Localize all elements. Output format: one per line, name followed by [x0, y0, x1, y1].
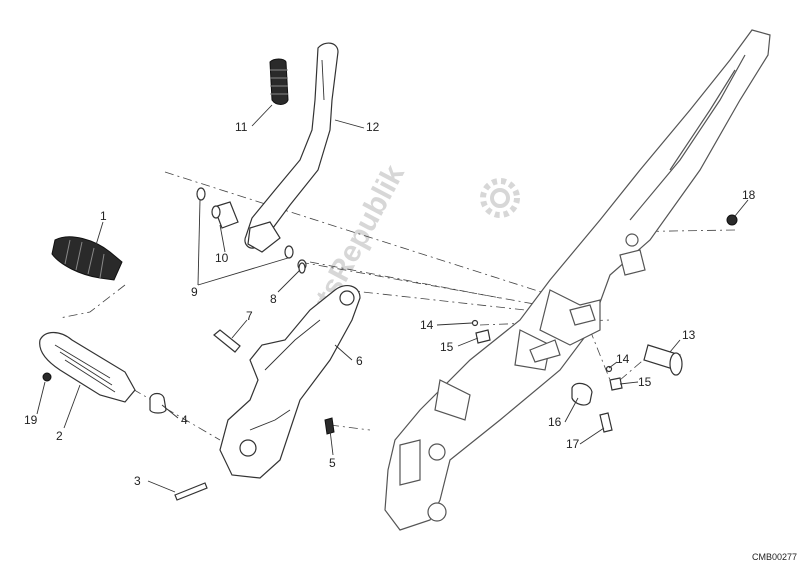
callout-6: 6: [356, 354, 363, 368]
footpeg: [39, 331, 136, 403]
callout-16: 16: [548, 415, 562, 429]
screw-17: [599, 412, 613, 433]
gear-lever: [244, 42, 339, 253]
callout-13: 13: [682, 328, 696, 342]
callout-11: 11: [235, 120, 248, 134]
ball: [605, 365, 613, 373]
callout-3: 3: [134, 474, 141, 488]
pivot-bolt: [643, 344, 683, 376]
callout-19: 19: [24, 413, 38, 427]
callout-9: 9: [191, 285, 198, 299]
spring: [149, 392, 167, 414]
callout-1: 1: [100, 209, 107, 223]
spring-small: [609, 377, 623, 391]
ball: [471, 319, 479, 327]
washers: [196, 187, 307, 271]
bolt: [213, 329, 241, 353]
bushing: [211, 201, 239, 229]
callout-10: 10: [215, 251, 229, 265]
spring-small: [475, 329, 491, 344]
frame: [384, 29, 771, 531]
callout-5: 5: [329, 456, 336, 470]
footpeg-rubber: [51, 236, 123, 281]
callout-18: 18: [742, 188, 756, 202]
callout-4: 4: [181, 413, 188, 427]
callout-14b: 14: [616, 352, 630, 366]
screw: [324, 417, 335, 435]
callout-14a: 14: [420, 318, 434, 332]
rubber-grip: [269, 58, 289, 105]
callout-15a: 15: [440, 340, 454, 354]
pin: [174, 482, 208, 501]
callout-labels: 1 2 3 4 5 6 7 8 9 10 11 12 13 14 14 15 1…: [24, 120, 756, 488]
callout-2: 2: [56, 429, 63, 443]
washer: [298, 262, 306, 274]
leader-lines: [36, 104, 749, 493]
nut-18: [726, 214, 738, 226]
callout-7: 7: [246, 309, 253, 323]
gear-icon: [480, 178, 520, 218]
callout-17: 17: [566, 437, 580, 451]
assembly-lines: [59, 171, 736, 441]
callout-15b: 15: [638, 375, 652, 389]
nut: [42, 372, 52, 382]
drawing-code: CMB00277: [752, 552, 797, 562]
callout-8: 8: [270, 292, 277, 306]
callout-12: 12: [366, 120, 380, 134]
plunger: [571, 382, 593, 406]
footrest-bracket: [219, 284, 361, 479]
